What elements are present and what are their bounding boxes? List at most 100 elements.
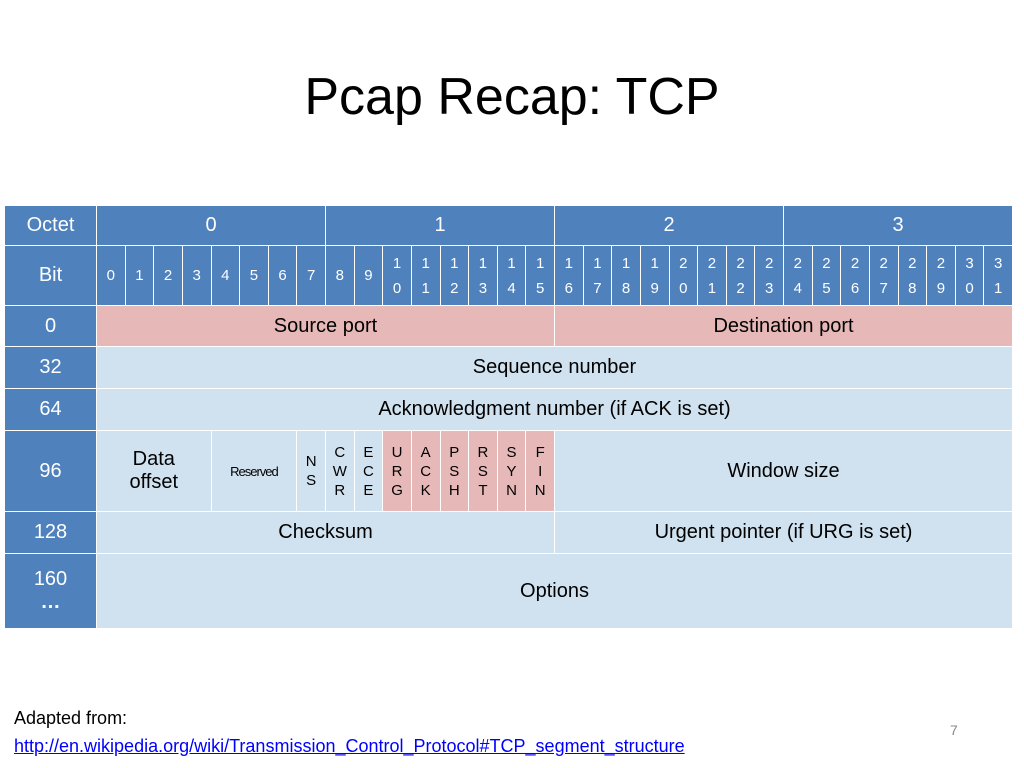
offset-160-ellipsis: …: [40, 591, 61, 613]
octet-3: 3: [783, 205, 1013, 246]
bit-27-digit: 2: [879, 254, 888, 272]
flag-letter: R: [334, 481, 346, 499]
bit-11-digit: 1: [421, 254, 430, 272]
flag-letter: K: [420, 481, 431, 499]
bit-25-digit: 2: [822, 254, 831, 272]
bit-21-digit: 1: [707, 279, 717, 297]
bit-29-digit: 9: [936, 279, 946, 297]
bit-12-digit: 1: [450, 254, 459, 272]
offset-32: 32: [4, 346, 97, 389]
bit-2: 2: [153, 245, 183, 306]
bit-27-digit: 7: [879, 279, 888, 297]
flag-letter: A: [420, 443, 431, 461]
bit-30-digit: 0: [965, 279, 974, 297]
urgent-pointer-field: Urgent pointer (if URG is set): [554, 511, 1013, 554]
octet-row: Octet 0 1 2 3: [4, 205, 1013, 246]
reserved-field: Reserved: [210, 430, 298, 512]
bit-30-digit: 3: [965, 254, 974, 272]
flag-letter: U: [391, 443, 403, 461]
offset-160: 160 …: [4, 553, 97, 629]
sequence-number-field: Sequence number: [96, 346, 1013, 389]
flag-letter: S: [477, 462, 488, 480]
bit-28-digit: 2: [908, 254, 917, 272]
flag-letter: T: [478, 481, 488, 499]
bit-18-digit: 1: [621, 254, 631, 272]
bit-11-digit: 1: [421, 279, 430, 297]
octet-1: 1: [325, 205, 555, 246]
bit-18-digit: 8: [621, 279, 631, 297]
bit-24-digit: 4: [793, 279, 802, 297]
row-offset-64: 64 Acknowledgment number (if ACK is set): [4, 388, 1013, 431]
flag-letter: C: [363, 462, 374, 480]
flag-letter: C: [420, 462, 432, 480]
bit-22-digit: 2: [736, 254, 745, 272]
bit-6: 6: [267, 245, 298, 306]
bit-16-digit: 1: [564, 254, 573, 272]
bit-1-digit: 1: [135, 267, 144, 284]
bit-2-digit: 2: [163, 267, 173, 284]
bit-14-digit: 4: [507, 279, 516, 297]
bit-21-digit: 2: [707, 254, 717, 272]
flag-letter: E: [363, 481, 374, 499]
bit-10-digit: 1: [392, 254, 402, 272]
bit-8: 8: [325, 245, 355, 306]
flag-letter: R: [477, 443, 489, 461]
bit-9-digit: 9: [364, 267, 373, 284]
adapted-from-label: Adapted from:: [14, 708, 128, 728]
flag-letter: E: [363, 443, 374, 461]
bit-0-digit: 0: [106, 267, 115, 284]
flag-letter: F: [535, 443, 545, 461]
bit-5-digit: 5: [249, 267, 259, 284]
source-attribution: Adapted from: http://en.wikipedia.org/wi…: [14, 704, 685, 760]
flag-letter: Y: [506, 462, 517, 480]
bit-10-digit: 0: [392, 279, 402, 297]
flag-letter: G: [391, 481, 403, 499]
bit-15-digit: 5: [536, 279, 545, 297]
data-offset-line1: Data: [132, 448, 175, 470]
flag-letter: I: [538, 462, 543, 480]
flag-letter: S: [506, 443, 517, 461]
checksum-field: Checksum: [96, 511, 555, 554]
bit-23-digit: 3: [765, 279, 774, 297]
bit-19-digit: 9: [650, 279, 659, 297]
offset-128: 128: [4, 511, 97, 554]
flag-letter: W: [332, 462, 347, 480]
bit-16-digit: 6: [564, 279, 573, 297]
bit-28-digit: 8: [908, 279, 917, 297]
source-link[interactable]: http://en.wikipedia.org/wiki/Transmissio…: [14, 736, 685, 756]
octet-label: Octet: [4, 205, 97, 246]
octet-2: 2: [554, 205, 784, 246]
bit-22-digit: 2: [736, 279, 745, 297]
flag-letter: H: [448, 481, 460, 499]
bit-17-digit: 1: [593, 254, 602, 272]
flag-letter: S: [449, 462, 460, 480]
flag-letter: S: [306, 472, 317, 489]
bit-15-digit: 1: [536, 254, 545, 272]
bit-8-digit: 8: [335, 267, 344, 284]
bit-17-digit: 7: [593, 279, 602, 297]
bit-3-digit: 3: [192, 267, 201, 284]
flag-letter: R: [391, 462, 403, 480]
bit-6-digit: 6: [278, 267, 287, 284]
flag-letter: C: [334, 443, 346, 461]
octet-0: 0: [96, 205, 326, 246]
bit-19-digit: 1: [650, 254, 659, 272]
offset-96: 96: [4, 430, 97, 512]
bit-13-digit: 1: [478, 254, 488, 272]
